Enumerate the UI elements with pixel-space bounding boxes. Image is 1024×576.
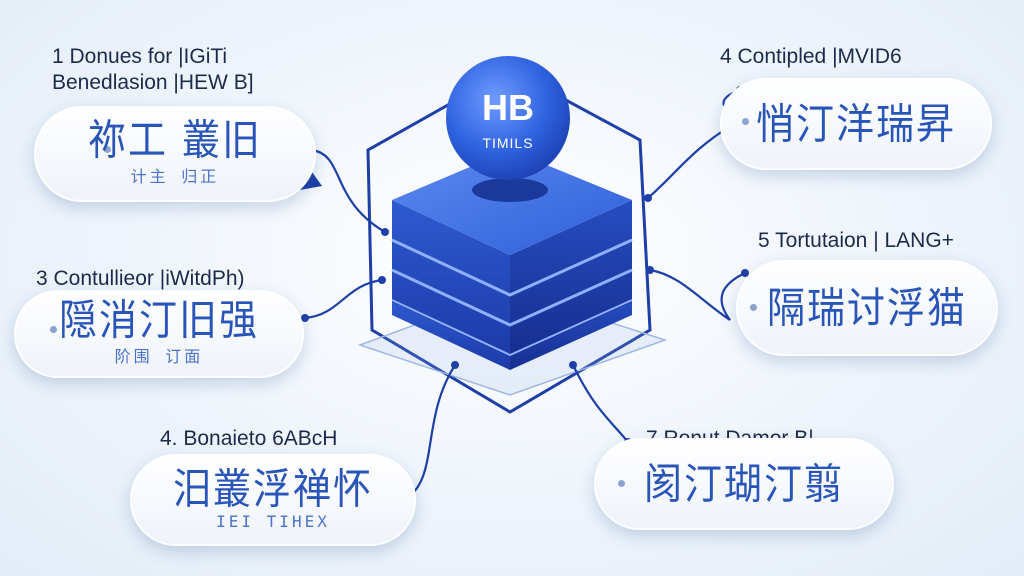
hub-cube bbox=[391, 150, 633, 370]
hexagon-frame bbox=[366, 68, 652, 414]
endpoint-dot bbox=[378, 276, 386, 284]
node-1-title: 1 Donues for |IGiTi Benedlasion |HEW B] bbox=[52, 44, 254, 97]
node-5-pill: 汨叢浮禅怀 IEI TIHEX bbox=[130, 454, 416, 546]
node-4-pill: 隔瑞讨浮猫 bbox=[736, 260, 998, 356]
bullet-dot bbox=[742, 118, 749, 125]
arrowhead-1 bbox=[300, 172, 322, 190]
endpoint-dot bbox=[301, 314, 309, 322]
endpoint-dot bbox=[451, 361, 459, 369]
connector-4 bbox=[649, 268, 746, 321]
node-2-glyphs: 悄汀洋瑞昇 bbox=[755, 99, 956, 149]
node-3-glyphs-sub: 阶围 订面 bbox=[114, 347, 204, 366]
connector-1 bbox=[311, 148, 386, 233]
endpoint-dot bbox=[646, 266, 654, 274]
hub-subtitle: TIMILS bbox=[482, 135, 533, 151]
bullet-dot bbox=[50, 326, 57, 333]
node-3-title: 3 Contullieor |iWitdPh) bbox=[36, 266, 245, 292]
node-3-title-line1: 3 Contullieor |iWitdPh) bbox=[36, 267, 245, 290]
node-1-glyphs: 祢工 叢旧 bbox=[87, 115, 263, 165]
bullet-dot bbox=[104, 146, 111, 153]
node-1-glyphs-sub: 计主 归正 bbox=[130, 167, 220, 186]
node-4-title-line1: 5 Tortutaion | LANG+ bbox=[758, 229, 954, 252]
endpoint-dot bbox=[741, 269, 749, 277]
node-3-pill: 隠消汀旧强 阶围 订面 bbox=[14, 290, 304, 378]
node-2-pill: 悄汀洋瑞昇 bbox=[720, 78, 992, 170]
node-1-title-line2: Benedlasion |HEW B] bbox=[52, 71, 254, 95]
connector-6 bbox=[572, 364, 629, 443]
hub-sphere bbox=[446, 56, 570, 180]
node-4-title: 5 Tortutaion | LANG+ bbox=[758, 228, 954, 254]
bullet-dot bbox=[618, 480, 625, 487]
node-5-glyphs: 汨叢浮禅怀 bbox=[172, 464, 373, 513]
node-1-title-line1: 1 Donues for |IGiTi bbox=[52, 45, 228, 68]
node-1-pill: 祢工 叢旧 计主 归正 bbox=[34, 106, 316, 202]
node-2-title: 4 Contipled |MVID6 bbox=[720, 44, 902, 70]
endpoint-dot bbox=[569, 361, 577, 369]
node-5-glyphs-sub: IEI TIHEX bbox=[216, 511, 330, 531]
node-5-title-line1: 4. Bonaieto 6ABcH bbox=[160, 427, 338, 450]
node-4-glyphs: 隔瑞讨浮猫 bbox=[766, 283, 967, 333]
node-2-title-line1: 4 Contipled |MVID6 bbox=[720, 45, 902, 68]
node-6-glyphs: 阂汀瑚汀翦 bbox=[643, 459, 844, 509]
bullet-dot bbox=[750, 304, 757, 311]
node-6-pill: 阂汀瑚汀翦 bbox=[594, 438, 894, 530]
node-3-glyphs: 隠消汀旧强 bbox=[58, 295, 259, 345]
hub-title: HB bbox=[482, 87, 534, 128]
endpoint-dot bbox=[644, 194, 652, 202]
endpoint-dot bbox=[381, 228, 389, 236]
connector-3 bbox=[304, 278, 383, 320]
node-5-title: 4. Bonaieto 6ABcH bbox=[160, 426, 337, 452]
